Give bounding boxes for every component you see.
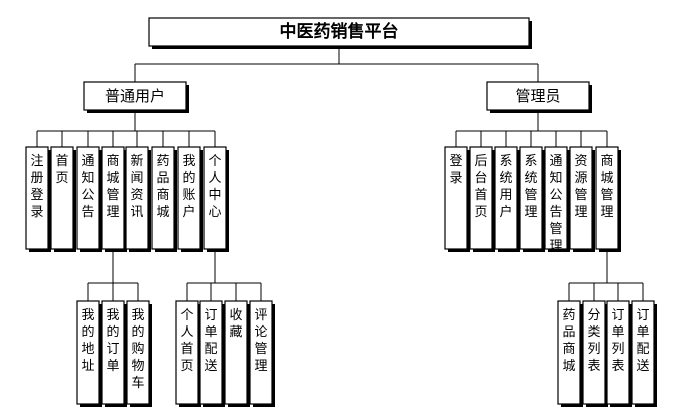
sub-function-label: 我的购物车 (131, 308, 144, 391)
branch-node-0: 普通用户 (83, 81, 189, 113)
node-box (203, 146, 227, 250)
sub-function-node: 分类列表 (582, 300, 608, 407)
node-box (606, 300, 630, 405)
node-box (25, 146, 49, 250)
node-box (76, 146, 100, 250)
function-label: 我的账户 (182, 154, 195, 220)
function-node: 商城管理 (101, 146, 127, 252)
sub-function-label: 药品商城 (562, 308, 575, 374)
node-box (595, 146, 619, 250)
node-box (148, 17, 530, 47)
node-box (126, 300, 150, 405)
function-node: 系统管理 (519, 146, 545, 252)
sub-function-label: 订单配送 (636, 308, 649, 374)
function-node: 药品商城 (151, 146, 177, 252)
sub-function-node: 药品商城 (557, 300, 583, 407)
node-box (582, 300, 606, 405)
function-label: 登录 (449, 154, 462, 186)
function-node: 通知公告 (76, 146, 102, 252)
function-label: 资源管理 (574, 154, 587, 220)
connectors (36, 46, 644, 301)
node-box (494, 146, 518, 250)
function-label: 系统管理 (524, 154, 537, 220)
function-node: 我的账户 (177, 146, 203, 252)
node-box (101, 146, 125, 250)
sub-function-label: 收藏 (229, 308, 242, 340)
function-node: 系统用户 (494, 146, 520, 252)
function-label: 系统用户 (499, 154, 512, 220)
node-box (249, 300, 273, 405)
function-label: 新闻资讯 (130, 153, 143, 220)
node-box (569, 146, 593, 250)
node-box (557, 300, 581, 405)
node-box (544, 146, 568, 250)
node-box (224, 300, 248, 405)
function-node: 首页 (50, 146, 76, 252)
function-label: 药品商城 (156, 154, 169, 220)
nodes: 中医药销售平台普通用户注册登录首页通知公告商城管理我的地址我的订单我的购物车新闻… (25, 17, 657, 407)
sub-function-node: 我的地址 (76, 300, 102, 407)
sub-function-node: 我的订单 (101, 300, 127, 407)
function-node: 注册登录 (25, 146, 51, 252)
sub-function-node: 个人首页 (175, 300, 201, 407)
node-box (177, 146, 201, 250)
node-box (50, 146, 74, 250)
node-box (76, 300, 100, 405)
sub-function-node: 订单配送 (199, 300, 225, 407)
function-label: 首页 (55, 154, 68, 186)
sub-function-label: 我的地址 (81, 308, 94, 374)
function-node: 个人中心 (203, 146, 229, 252)
function-label: 注册登录 (30, 154, 43, 220)
function-node: 新闻资讯 (125, 146, 151, 252)
node-box (444, 146, 468, 250)
node-box (631, 300, 655, 405)
function-label: 商城管理 (106, 154, 119, 220)
branch-label-0: 普通用户 (105, 87, 165, 105)
node-box (151, 146, 175, 250)
node-box (519, 146, 543, 250)
function-node: 资源管理 (569, 146, 595, 252)
function-node: 通知公告管理 (544, 146, 570, 254)
sub-function-label: 评论管理 (254, 308, 267, 374)
sub-function-label: 我的订单 (106, 308, 119, 374)
sub-function-label: 个人首页 (180, 308, 193, 374)
node-box (175, 300, 199, 405)
sub-function-node: 订单列表 (606, 300, 632, 407)
sub-function-label: 订单配送 (204, 308, 217, 374)
node-box (83, 81, 187, 111)
node-box (101, 300, 125, 405)
node-box (199, 300, 223, 405)
function-node: 后台首页 (469, 146, 495, 252)
function-label: 通知公告管理 (549, 154, 562, 254)
node-box (125, 146, 149, 250)
sub-function-node: 订单配送 (631, 300, 657, 407)
function-label: 商城管理 (600, 154, 613, 220)
node-box (486, 81, 590, 111)
function-node: 登录 (444, 146, 470, 252)
root-node: 中医药销售平台 (148, 17, 532, 49)
sub-function-node: 评论管理 (249, 300, 275, 407)
branch-node-1: 管理员 (486, 81, 592, 113)
function-label: 通知公告 (81, 154, 94, 220)
root-title: 中医药销售平台 (280, 21, 399, 42)
sub-function-node: 我的购物车 (126, 300, 152, 407)
sub-function-label: 订单列表 (611, 308, 624, 374)
function-node: 商城管理 (595, 146, 621, 252)
sub-function-label: 分类列表 (587, 308, 600, 374)
function-label: 后台首页 (474, 154, 487, 220)
function-label: 个人中心 (208, 154, 221, 220)
branch-label-1: 管理员 (515, 87, 560, 105)
sub-function-node: 收藏 (224, 300, 250, 407)
node-box (469, 146, 493, 250)
